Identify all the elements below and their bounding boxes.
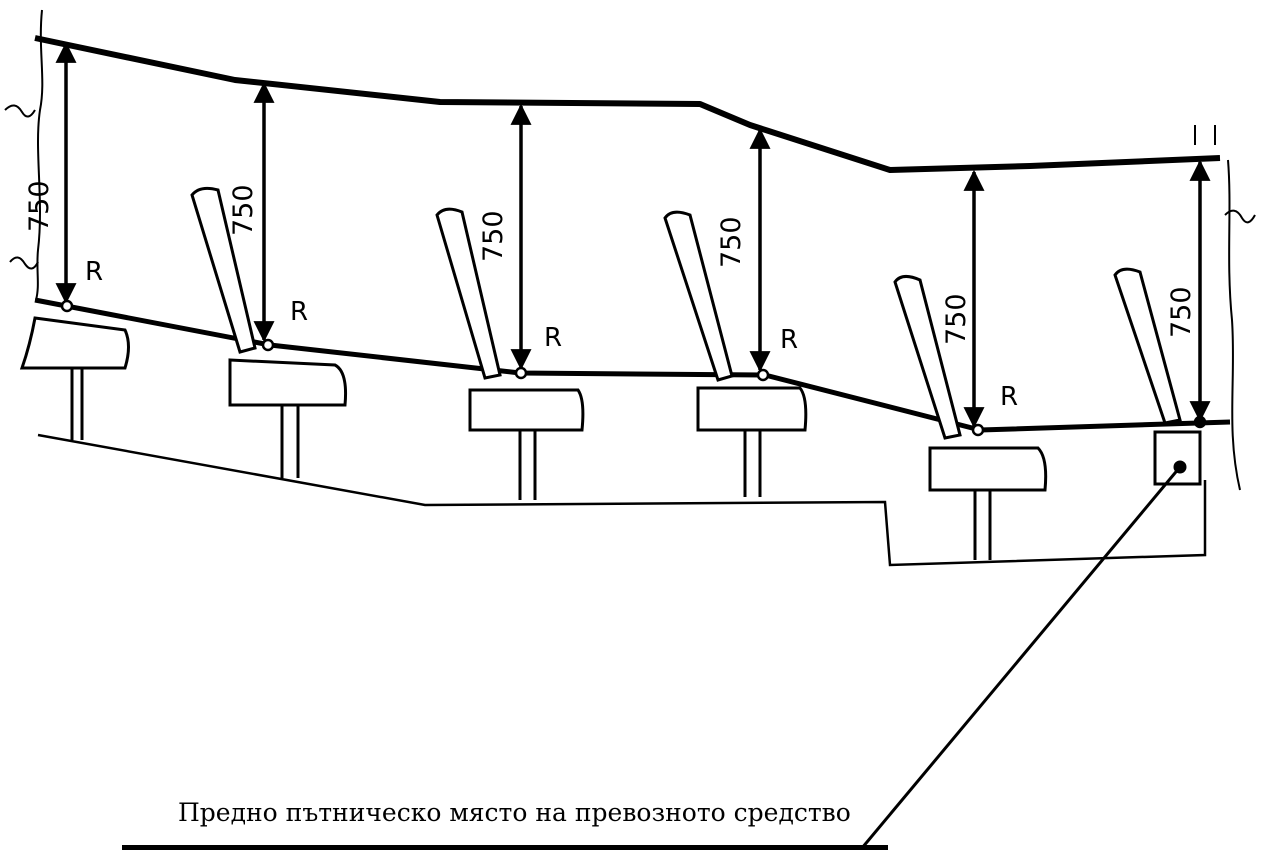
r-point-1: [60, 299, 74, 313]
seat-3: [435, 207, 585, 500]
r-point-2: [261, 338, 275, 352]
r-label-4: R: [780, 325, 798, 355]
seat-5: [893, 275, 1048, 560]
r-point-line: [34, 297, 1231, 433]
r-points: [60, 299, 1207, 437]
caption-underline: [122, 845, 888, 850]
r-point-4: [756, 368, 770, 382]
seat-4: [663, 210, 808, 497]
r-point-3: [514, 366, 528, 380]
floor-outline: [37, 433, 1207, 567]
dimension-label-4: 750: [716, 216, 747, 268]
seat-2: [190, 186, 347, 478]
dimension-label-5: 750: [941, 293, 972, 345]
seat-1: [19, 316, 130, 440]
r-point-5: [971, 423, 985, 437]
dimension-label-3: 750: [478, 210, 509, 262]
dimension-label-2: 750: [228, 184, 259, 236]
roof-contour-line: [34, 35, 1221, 173]
r-point-6: [1193, 415, 1207, 429]
seat-6: [1113, 267, 1202, 486]
r-label-5: R: [1000, 382, 1018, 412]
dimension-label-1: 750: [24, 180, 55, 232]
leader-line: [860, 466, 1182, 849]
dimension-arrows: [55, 41, 1211, 429]
break-marks: [4, 9, 1256, 491]
r-label-3: R: [544, 323, 562, 353]
r-label-2: R: [290, 297, 308, 327]
r-label-1: R: [85, 257, 103, 287]
diagram-caption: Предно пътническо място на превозното ср…: [178, 798, 851, 827]
dimension-label-6: 750: [1166, 286, 1197, 338]
